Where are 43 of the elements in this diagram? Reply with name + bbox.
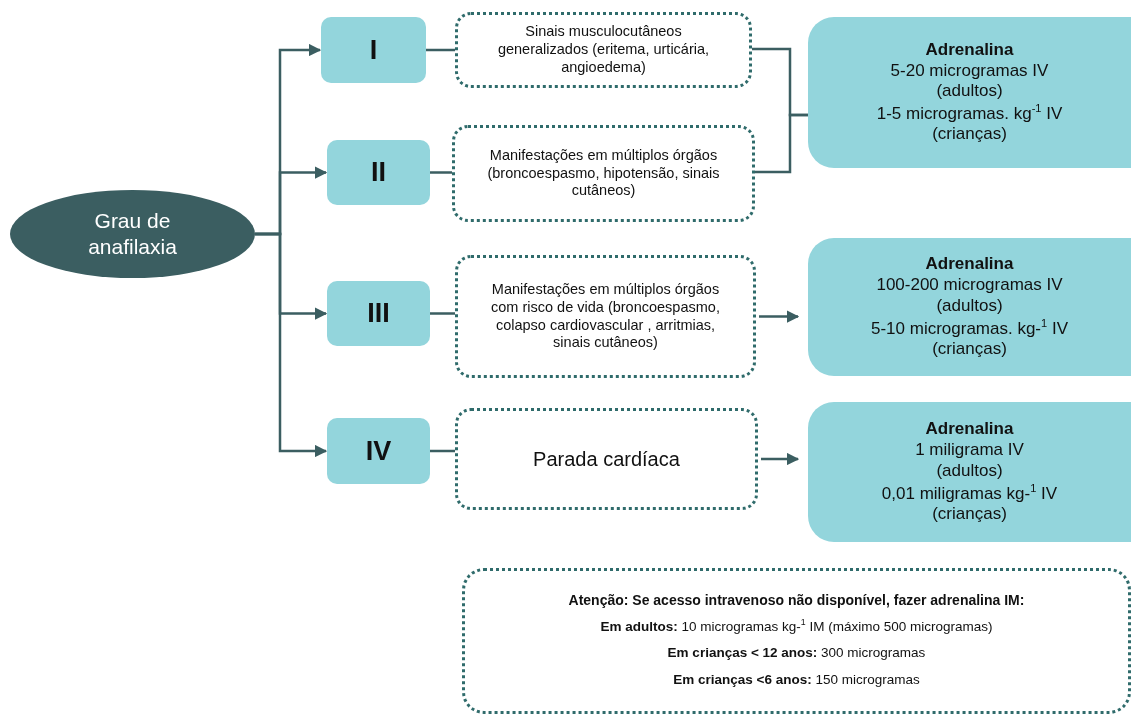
- node-text: (crianças): [932, 503, 1007, 525]
- dose-box: [808, 402, 1131, 542]
- node-text: Manifestações em múltiplos órgãos (broncoespasmo, hipotensão, sinais cutâneos): [486, 146, 721, 201]
- node-text: 5-20 microgramas IV: [890, 60, 1049, 82]
- node-text: (crianças): [932, 124, 1007, 146]
- grade-box: [327, 140, 430, 205]
- node-text: III: [367, 297, 390, 330]
- connector-arrow: [759, 310, 800, 323]
- node-text: Manifestações em múltiplos órgãos com risco de vida (broncoespasmo, colapso cardiovascular , arritmias, sinais cutâneos): [490, 281, 721, 352]
- description-box: [455, 12, 752, 88]
- description-box: [455, 255, 756, 378]
- node-text: 0,01 miligramas kg-$^{1}$ IV: [881, 481, 1058, 504]
- description-box: [455, 408, 758, 510]
- node-text: (adultos): [936, 81, 1003, 103]
- note-box: [462, 568, 1131, 714]
- node-text: (crianças): [932, 338, 1007, 360]
- node-text: (adultos): [936, 295, 1003, 317]
- dose-box: [808, 238, 1131, 376]
- grade-box: [327, 418, 430, 484]
- node-text: Atenção: Se acesso intravenoso não disponível, fazer adrenalina IM:: [568, 592, 1025, 610]
- node-text: I: [369, 33, 378, 67]
- node-text: II: [371, 156, 386, 189]
- node-text: 1 miligrama IV: [915, 440, 1024, 461]
- dose-heading: Adrenalina: [925, 39, 1014, 61]
- node-text: 1-5 microgramas. kg$^{-1}$ IV: [876, 102, 1063, 125]
- node-text: Sinais musculocutâneos generalizados (eritema, urticária, angioedema): [496, 23, 711, 77]
- node-text: Parada cardíaca: [533, 446, 680, 472]
- dose-heading: Adrenalina: [925, 254, 1014, 276]
- connector-arrow: [255, 232, 328, 458]
- node-text: Em crianças < 12 anos: 300 microgramas: [667, 645, 926, 662]
- node-text: Grau de anafilaxia: [87, 208, 178, 260]
- node-text: IV: [365, 434, 392, 468]
- connector-arrow: [761, 452, 800, 466]
- grade-box: [321, 17, 426, 83]
- node-text: 5-10 microgramas. kg-$^{1}$ IV: [871, 316, 1068, 339]
- dose-box: [808, 17, 1131, 168]
- dose-heading: Adrenalina: [925, 419, 1014, 441]
- node-text: 100-200 microgramas IV: [876, 275, 1063, 296]
- description-box: [452, 125, 755, 222]
- node-text: (adultos): [936, 460, 1003, 482]
- node-text: Em adultos: 10 microgramas kg-$^{1}$ IM (máximo 500 microgramas): [600, 617, 993, 636]
- grade-box: [327, 281, 430, 346]
- node-text: Em crianças <6 anos: 150 microgramas: [673, 671, 920, 688]
